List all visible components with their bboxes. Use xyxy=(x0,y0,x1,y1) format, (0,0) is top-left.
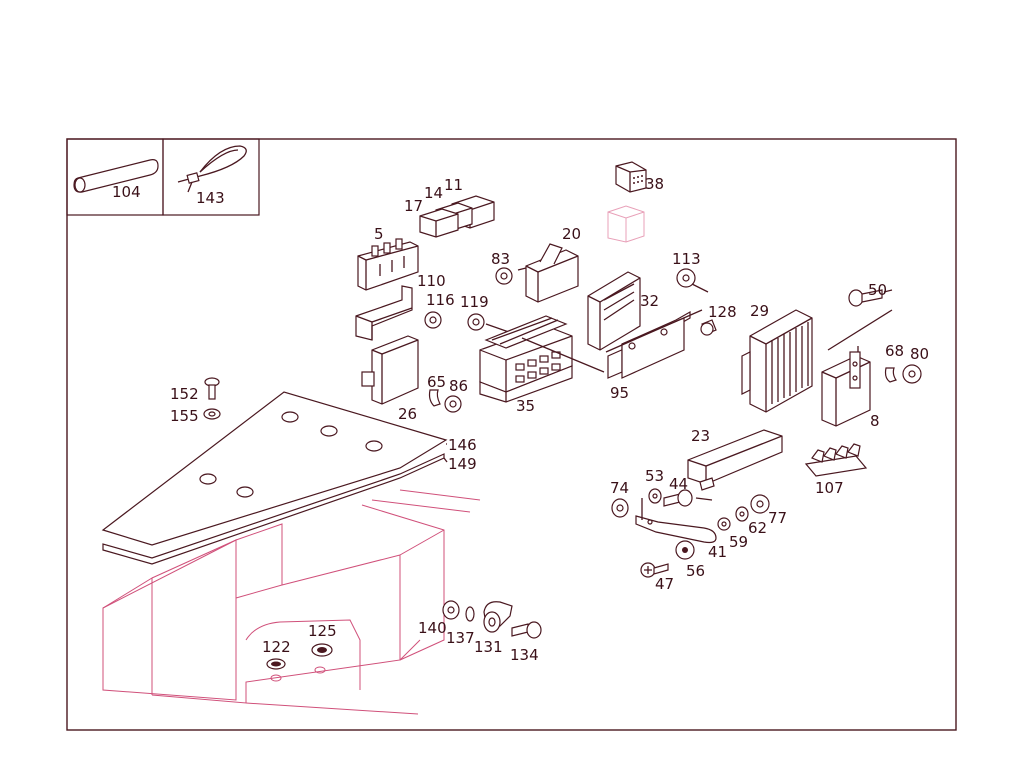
grommet-part-122[interactable] xyxy=(266,658,286,670)
bushing-part-131[interactable] xyxy=(483,601,513,633)
bolt-part-44[interactable] xyxy=(663,489,693,507)
label-107: 107 xyxy=(815,479,844,497)
bracket-part-41[interactable] xyxy=(635,515,717,544)
label-149: 149 xyxy=(448,455,477,473)
label-119: 119 xyxy=(460,293,489,311)
label-11: 11 xyxy=(444,176,463,194)
label-23: 23 xyxy=(691,427,710,445)
label-113: 113 xyxy=(672,250,701,268)
label-62: 62 xyxy=(748,519,767,537)
label-74: 74 xyxy=(610,479,629,497)
label-143: 143 xyxy=(196,189,225,207)
screw-part-47[interactable] xyxy=(640,562,669,578)
label-155: 155 xyxy=(170,407,199,425)
label-110: 110 xyxy=(417,272,446,290)
label-137: 137 xyxy=(446,629,475,647)
module-part-23[interactable] xyxy=(687,429,783,491)
label-14: 14 xyxy=(424,184,443,202)
label-8: 8 xyxy=(870,412,880,430)
label-77: 77 xyxy=(768,509,787,527)
label-116: 116 xyxy=(426,291,455,309)
diagram-frame xyxy=(66,138,957,731)
bracket-part-95[interactable] xyxy=(605,309,703,379)
washer-part-59[interactable] xyxy=(717,517,731,531)
nut-part-140[interactable] xyxy=(442,600,460,620)
label-86: 86 xyxy=(449,377,468,395)
washer-part-137[interactable] xyxy=(465,606,475,622)
label-5: 5 xyxy=(374,225,384,243)
bolt-part-50[interactable] xyxy=(848,289,883,307)
bolt-part-134[interactable] xyxy=(511,621,542,639)
legend-inset: 104 143 xyxy=(66,138,260,216)
label-125: 125 xyxy=(308,622,337,640)
connector-part-5[interactable] xyxy=(357,238,419,291)
label-95: 95 xyxy=(610,384,629,402)
label-56: 56 xyxy=(686,562,705,580)
label-68: 68 xyxy=(885,342,904,360)
nut-part-77[interactable] xyxy=(750,494,770,514)
module-part-38[interactable] xyxy=(615,161,647,193)
nut-part-86[interactable] xyxy=(444,395,462,413)
nut-part-113[interactable] xyxy=(676,268,696,288)
label-29: 29 xyxy=(750,302,769,320)
fuse-box-part-35[interactable] xyxy=(479,315,573,403)
nut-part-119[interactable] xyxy=(467,313,485,331)
grommet-part-125[interactable] xyxy=(311,643,333,657)
nut-part-83[interactable] xyxy=(495,267,513,285)
label-128: 128 xyxy=(708,303,737,321)
relay-part-17[interactable] xyxy=(419,208,459,238)
washer-part-155[interactable] xyxy=(203,408,221,420)
mounting-panel-part-146[interactable] xyxy=(101,391,448,565)
nut-part-80[interactable] xyxy=(902,364,922,384)
vehicle-body-outline xyxy=(102,489,481,715)
clip-part-68[interactable] xyxy=(884,367,897,383)
relay-part-26[interactable] xyxy=(361,335,419,405)
bracket-part-110[interactable] xyxy=(355,285,413,341)
label-65: 65 xyxy=(427,373,446,391)
clip-part-65[interactable] xyxy=(428,389,441,407)
label-80: 80 xyxy=(910,345,929,363)
label-134: 134 xyxy=(510,646,539,664)
label-44: 44 xyxy=(669,475,688,493)
label-32: 32 xyxy=(640,292,659,310)
label-26: 26 xyxy=(398,405,417,423)
nut-part-74[interactable] xyxy=(611,498,629,518)
label-152: 152 xyxy=(170,385,199,403)
sleeve-part-104[interactable] xyxy=(73,159,159,193)
relay-part-8[interactable] xyxy=(821,351,871,427)
washer-part-56[interactable] xyxy=(675,540,695,560)
label-146: 146 xyxy=(448,436,477,454)
control-unit-part-32[interactable] xyxy=(587,271,641,351)
ghost-module-outline xyxy=(607,205,645,243)
control-module-part-29[interactable] xyxy=(741,309,813,413)
label-83: 83 xyxy=(491,250,510,268)
relay-part-20[interactable] xyxy=(517,243,579,303)
nut-part-116[interactable] xyxy=(424,311,442,329)
screw-part-152[interactable] xyxy=(204,377,220,400)
label-131: 131 xyxy=(474,638,503,656)
label-50: 50 xyxy=(868,281,887,299)
label-17: 17 xyxy=(404,197,423,215)
label-35: 35 xyxy=(516,397,535,415)
washer-part-53[interactable] xyxy=(648,488,662,504)
label-53: 53 xyxy=(645,467,664,485)
cable-tie-part-143[interactable] xyxy=(177,145,247,193)
connector-strip-part-107[interactable] xyxy=(804,443,868,477)
label-59: 59 xyxy=(729,533,748,551)
label-41: 41 xyxy=(708,543,727,561)
label-20: 20 xyxy=(562,225,581,243)
label-104: 104 xyxy=(112,183,141,201)
washer-part-62[interactable] xyxy=(735,506,749,522)
label-122: 122 xyxy=(262,638,291,656)
label-140: 140 xyxy=(418,619,447,637)
label-38: 38 xyxy=(645,175,664,193)
label-47: 47 xyxy=(655,575,674,593)
bushing-part-128[interactable] xyxy=(700,319,717,336)
